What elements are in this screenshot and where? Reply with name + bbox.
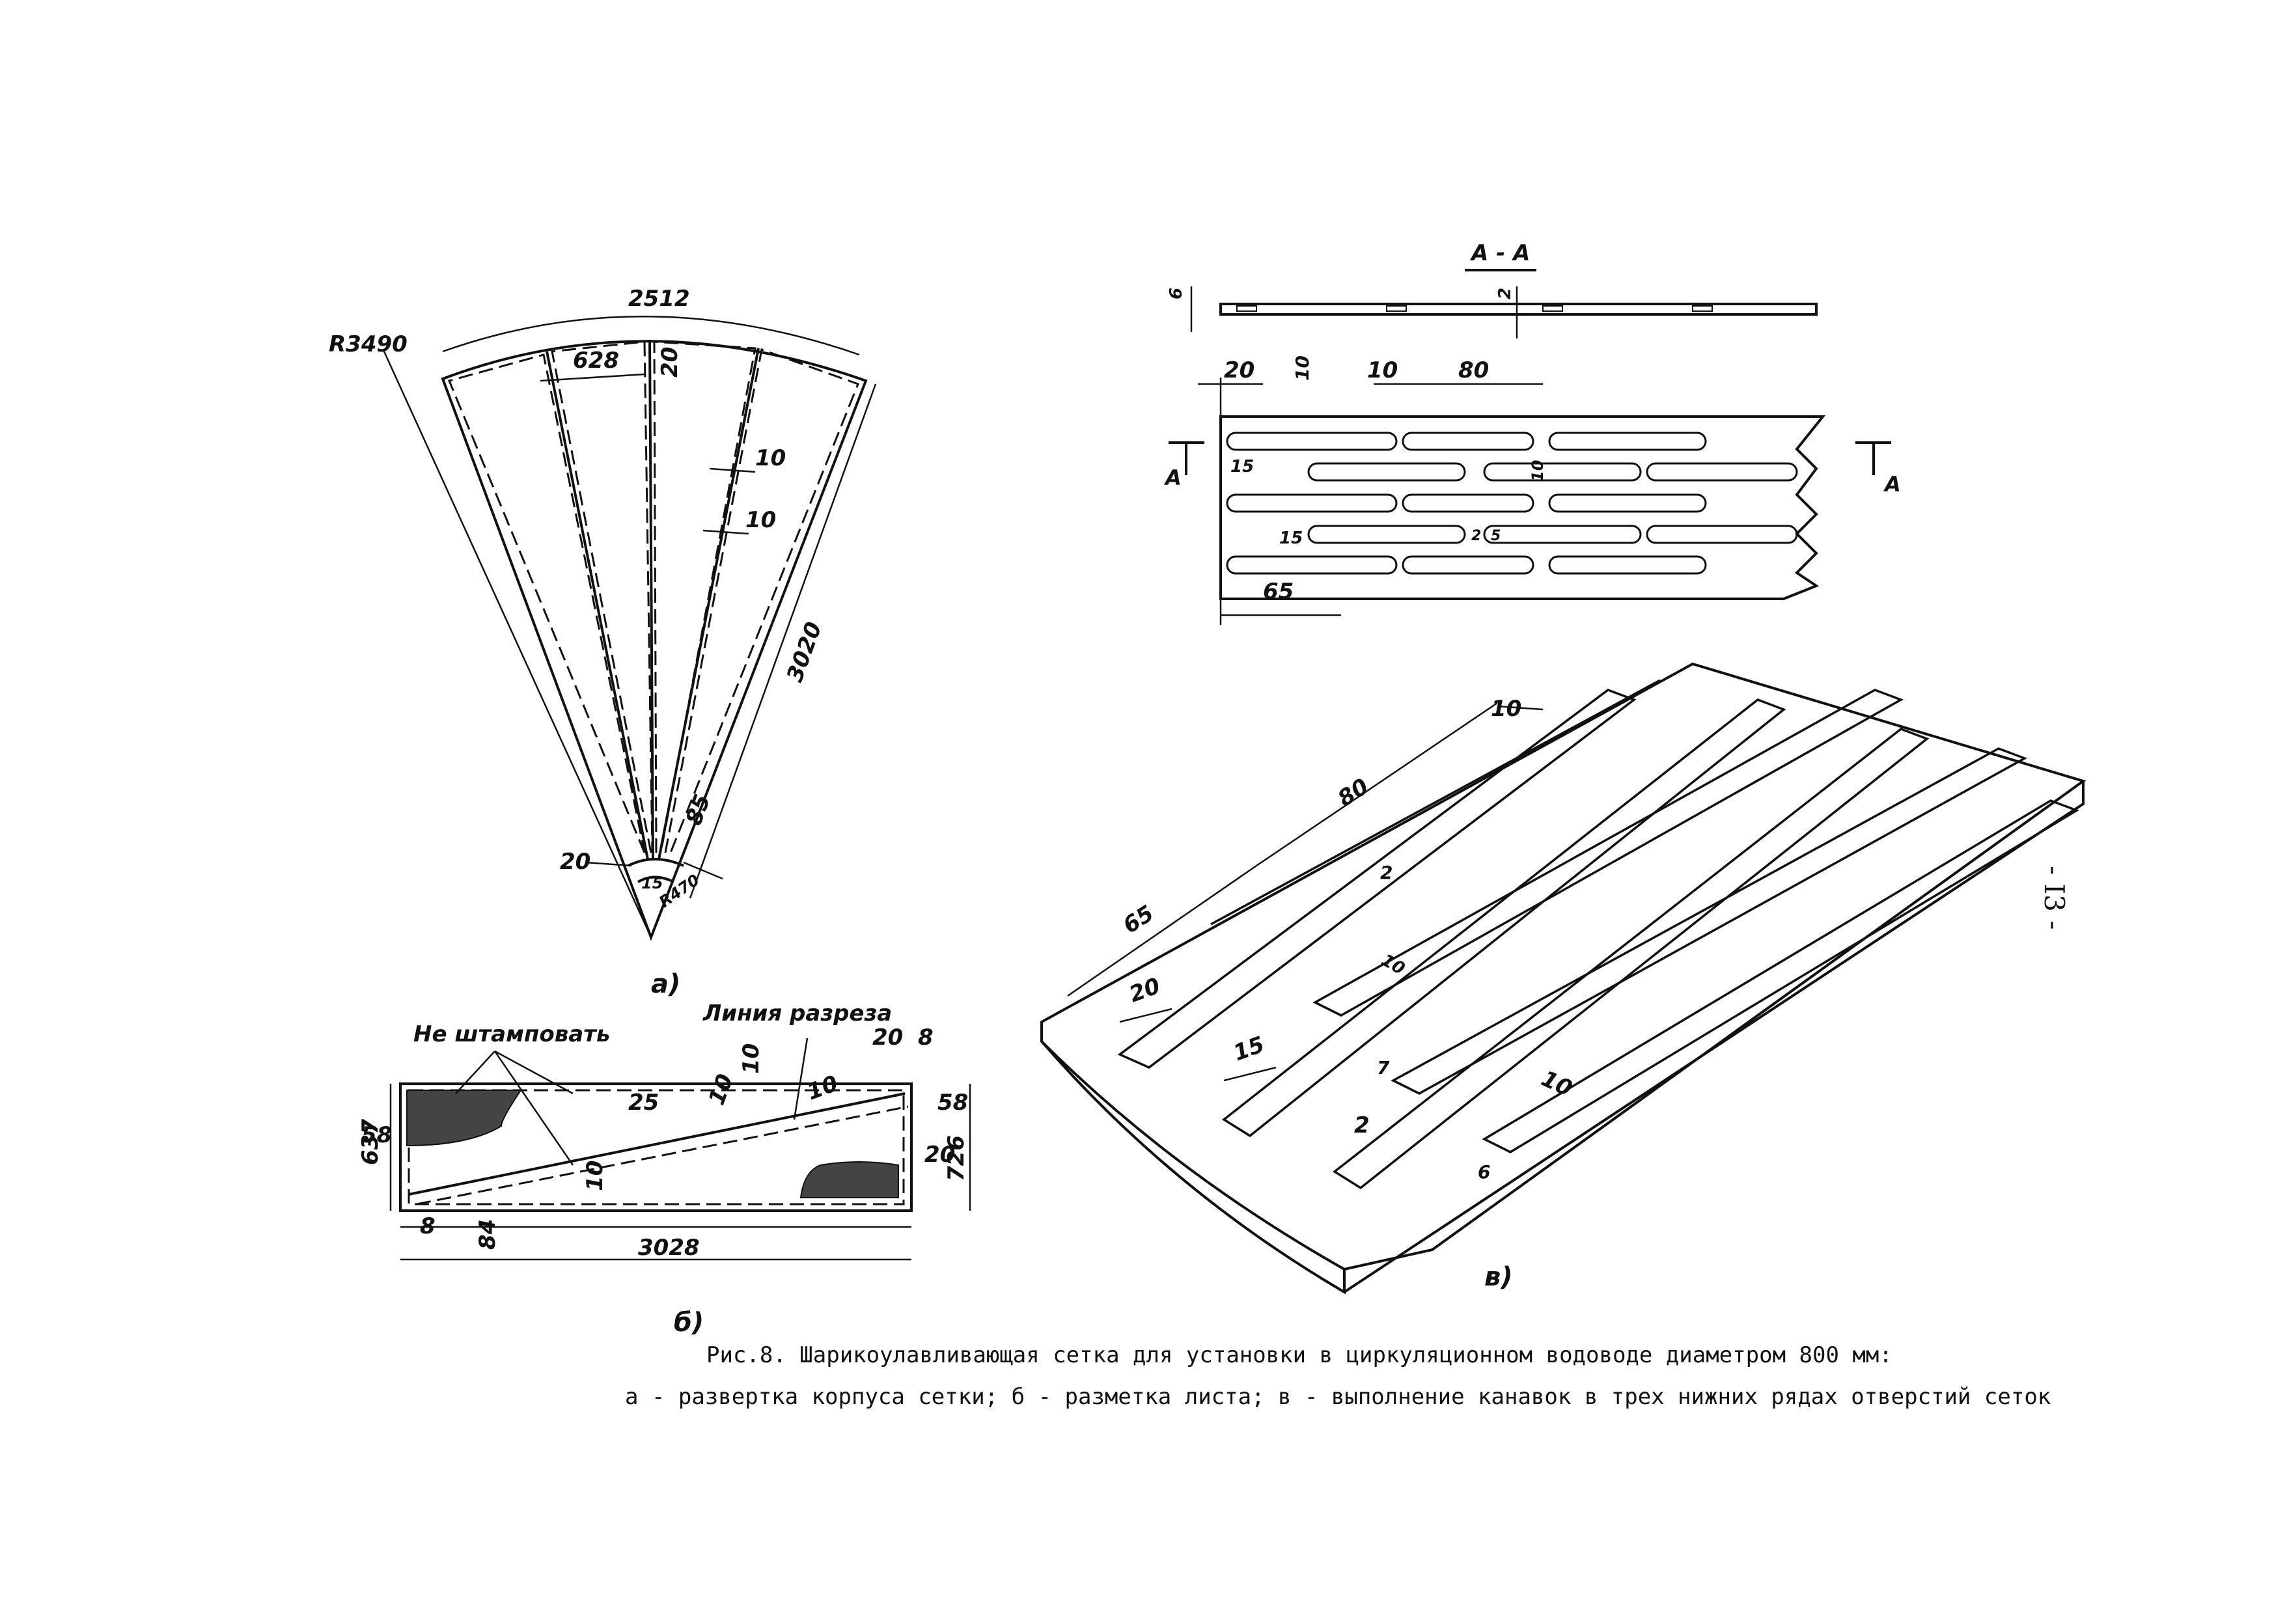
dim-b-10-top: 10 [738,1043,764,1074]
dim-10-b: 10 [745,507,776,533]
dim-3020: 3020 [782,618,827,685]
plan-dim-80: 80 [1458,357,1489,383]
page-number: - I3 - [2038,866,2070,930]
section-dim-2: 2 [1495,288,1515,299]
dim-b-8-bottom: 8 [420,1213,436,1239]
plan-dim-15-b: 15 [1279,529,1303,548]
dim-20-top: 20 [657,347,683,378]
v-dim-10-top: 10 [1491,696,1521,722]
dim-10-a: 10 [755,445,786,471]
plan-dim-10-a: 10 [1292,355,1313,381]
v-dim-6: 6 [1478,1161,1490,1183]
dim-85: 85 [681,791,716,829]
caption-line-1: Рис.8. Шарикоулавливающая сетка для уста… [706,1342,1892,1368]
figure-b-label: б) [674,1308,704,1338]
figure-v-label: в) [1484,1262,1513,1292]
v-dim-2-bottom: 2 [1354,1112,1370,1138]
section-title: А - А [1469,240,1530,266]
dim-b-84: 84 [475,1219,501,1250]
v-dim-7: 7 [1377,1057,1390,1079]
figure-a-label: а) [651,969,680,999]
v-dim-15: 15 [1230,1032,1268,1067]
dim-b-8-top: 8 [918,1025,934,1051]
note-cut-line: Линия разреза [702,1000,892,1026]
v-dim-10-right: 10 [1537,1066,1576,1102]
dim-b-726: 726 [943,1135,969,1181]
plan-dim-10-c: 10 [1529,460,1547,482]
v-dim-2-top: 2 [1380,862,1393,883]
dim-15: 15 [641,874,663,892]
section-mark-right: А [1883,472,1901,497]
v-dim-65: 65 [1118,900,1158,939]
caption-line-2: а - развертка корпуса сетки; б - разметк… [625,1384,2051,1410]
dim-r3490: R3490 [329,331,408,357]
dim-2512: 2512 [628,286,690,312]
dim-b-25: 25 [628,1090,659,1116]
dim-b-58-left: 58 [361,1122,392,1148]
dim-b-10-right: 10 [803,1071,841,1106]
plan-view [1169,378,1891,625]
figure-v-isometric [1040,662,2086,1295]
figure-a-sector [383,316,877,941]
dim-b-10-mid: 10 [704,1071,739,1108]
section-dim-6: 6 [1167,288,1186,299]
plan-dim-10-b: 10 [1367,357,1398,383]
dim-20-bottom: 20 [560,849,590,875]
dim-628: 628 [573,348,619,374]
plan-dim-65: 65 [1263,579,1294,605]
note-no-stamp: Не штамповать [413,1021,610,1047]
v-dim-10-mid: 10 [1378,950,1408,979]
dim-b-10-bottom: 10 [582,1161,608,1191]
dim-b-3028: 3028 [638,1235,700,1261]
plan-dim-2: 2 [1471,528,1481,544]
dim-b-20: 20 [872,1025,903,1051]
plan-dim-20: 20 [1224,357,1254,383]
v-dim-80: 80 [1333,773,1373,812]
dim-b-637: 637 [357,1119,383,1165]
plan-dim-5: 5 [1491,528,1501,544]
figure-b-sheet [389,1038,971,1261]
plan-dim-15-a: 15 [1230,457,1254,476]
dim-b-20-right: 20 [924,1142,955,1168]
v-dim-20: 20 [1126,973,1163,1008]
dim-b-58-right: 58 [937,1090,968,1116]
section-a-a [1190,269,1818,338]
section-mark-left: А [1163,465,1182,490]
